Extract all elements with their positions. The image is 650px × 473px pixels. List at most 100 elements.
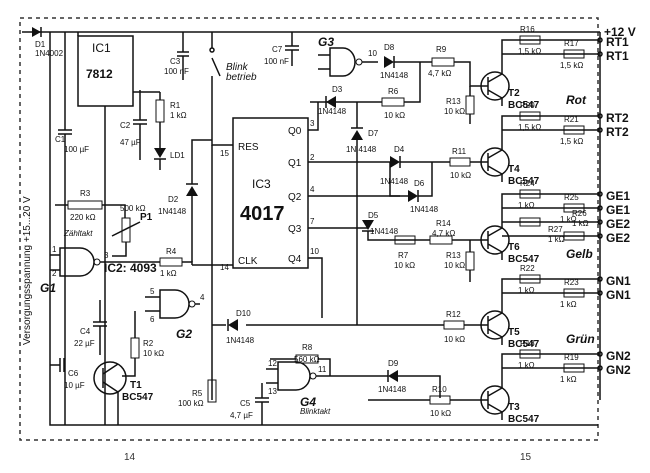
channel-color-label: Gelb (566, 247, 593, 261)
switch-label-1: Blink (226, 62, 249, 73)
svg-text:5: 5 (150, 287, 155, 296)
resistor-value: 1,5 kΩ (518, 123, 541, 132)
ic3-pin-q0: Q0 (288, 126, 302, 137)
ic3-pin-clk: CLK (238, 256, 258, 267)
transistor-leads (482, 56, 503, 106)
output-label: RT2 (606, 125, 629, 139)
output-terminal[interactable] (597, 37, 603, 43)
r5-value: 100 kΩ (178, 399, 204, 408)
transistor-leads (482, 370, 503, 420)
resistor-label: R24 (520, 179, 535, 188)
output-terminal[interactable] (597, 365, 603, 371)
d6-label: D6 (414, 179, 425, 188)
svg-text:1: 1 (52, 245, 57, 254)
resistor-value: 1 kΩ (560, 300, 577, 309)
footer-left: 14 (124, 452, 136, 463)
transistor-type: BC547 (508, 100, 540, 111)
output-label: GN1 (606, 288, 631, 302)
t1-value: BC547 (122, 392, 154, 403)
svg-text:13: 13 (268, 387, 277, 396)
resistor-label: R23 (564, 278, 579, 287)
g1-note: Zähltakt (63, 229, 93, 238)
resistor-value: 1,5 kΩ (560, 61, 583, 70)
gate-g3 (329, 47, 356, 77)
d6-value: 1N4148 (410, 205, 439, 214)
ic3-pin-res: RES (238, 142, 259, 153)
resistor-value: 1 kΩ (548, 235, 565, 244)
led-ld1 (154, 148, 166, 158)
diode-d1 (32, 27, 42, 37)
r13b-value: 10 kΩ (444, 261, 465, 270)
d9-label: D9 (388, 359, 399, 368)
p1-label: P1 (140, 212, 153, 223)
r7-value: 10 kΩ (394, 261, 415, 270)
d1-value: 1N4002 (35, 49, 64, 58)
d7-label: D7 (368, 129, 379, 138)
resistor-value: 1,5 kΩ (518, 47, 541, 56)
output-terminal[interactable] (597, 205, 603, 211)
output-terminal[interactable] (597, 51, 603, 57)
switch-contact[interactable] (209, 47, 215, 53)
resistor-r18 (519, 349, 541, 359)
r11-label: R11 (452, 147, 467, 156)
ld1-label: LD1 (170, 151, 185, 160)
ic3-pin-q1: Q1 (288, 158, 302, 169)
r2-value: 10 kΩ (143, 349, 164, 358)
t1-label: T1 (130, 380, 142, 391)
r3-value: 220 kΩ (70, 213, 96, 222)
output-terminal[interactable] (597, 276, 603, 282)
c5-label: C5 (240, 399, 251, 408)
c7-value: 100 nF (264, 57, 289, 66)
resistor-label: R18 (520, 339, 535, 348)
p1-value: 500 kΩ (120, 204, 146, 213)
c5-value: 4,7 µF (230, 411, 253, 420)
board-outline (19, 17, 599, 441)
c3-label: C3 (170, 57, 181, 66)
output-terminal[interactable] (597, 233, 603, 239)
r2-label: R2 (143, 339, 154, 348)
r14-label: R14 (436, 219, 451, 228)
resistor-label: R20 (520, 101, 535, 110)
output-label: GE1 (606, 189, 630, 203)
r11-value: 10 kΩ (450, 171, 471, 180)
output-terminal[interactable] (597, 113, 603, 119)
output-label: GN1 (606, 274, 631, 288)
r1-value: 1 kΩ (170, 111, 187, 120)
channel-wire (501, 353, 600, 370)
output-terminal[interactable] (597, 127, 603, 133)
r14-value: 4,7 kΩ (432, 229, 455, 238)
c1-value: 100 µF (64, 145, 89, 154)
c4-label: C4 (80, 327, 91, 336)
ic3-box (232, 117, 309, 269)
transistor-t5 (480, 310, 510, 340)
resistor-r22 (519, 274, 541, 284)
d5-label: D5 (368, 211, 379, 220)
d3-value: 1N4148 (318, 107, 347, 116)
output-terminal[interactable] (597, 191, 603, 197)
d2-value: 1N4148 (158, 207, 187, 216)
d9-value: 1N4148 (378, 385, 407, 394)
output-label: RT2 (606, 111, 629, 125)
resistor-value: 1,5 kΩ (560, 137, 583, 146)
resistor-label: R16 (520, 25, 535, 34)
transistor-leads (482, 210, 503, 260)
svg-text:14: 14 (220, 263, 229, 272)
r4-value: 1 kΩ (160, 269, 177, 278)
transistor-label: T4 (508, 164, 520, 175)
output-terminal[interactable] (597, 351, 603, 357)
output-label: GE2 (606, 217, 630, 231)
svg-text:7: 7 (310, 217, 315, 226)
svg-text:6: 6 (150, 315, 155, 324)
transistor-type: BC547 (508, 414, 540, 425)
d10-value: 1N4148 (226, 336, 255, 345)
r12-label: R12 (446, 310, 461, 319)
resistor-r16 (519, 35, 541, 45)
output-terminal[interactable] (597, 290, 603, 296)
channel-color-label: Rot (566, 93, 587, 107)
r5 (207, 379, 217, 403)
output-terminal[interactable] (597, 219, 603, 225)
resistor-value: 1 kΩ (560, 215, 577, 224)
c6-value: 10 µF (64, 381, 85, 390)
transistor-label: T3 (508, 402, 520, 413)
